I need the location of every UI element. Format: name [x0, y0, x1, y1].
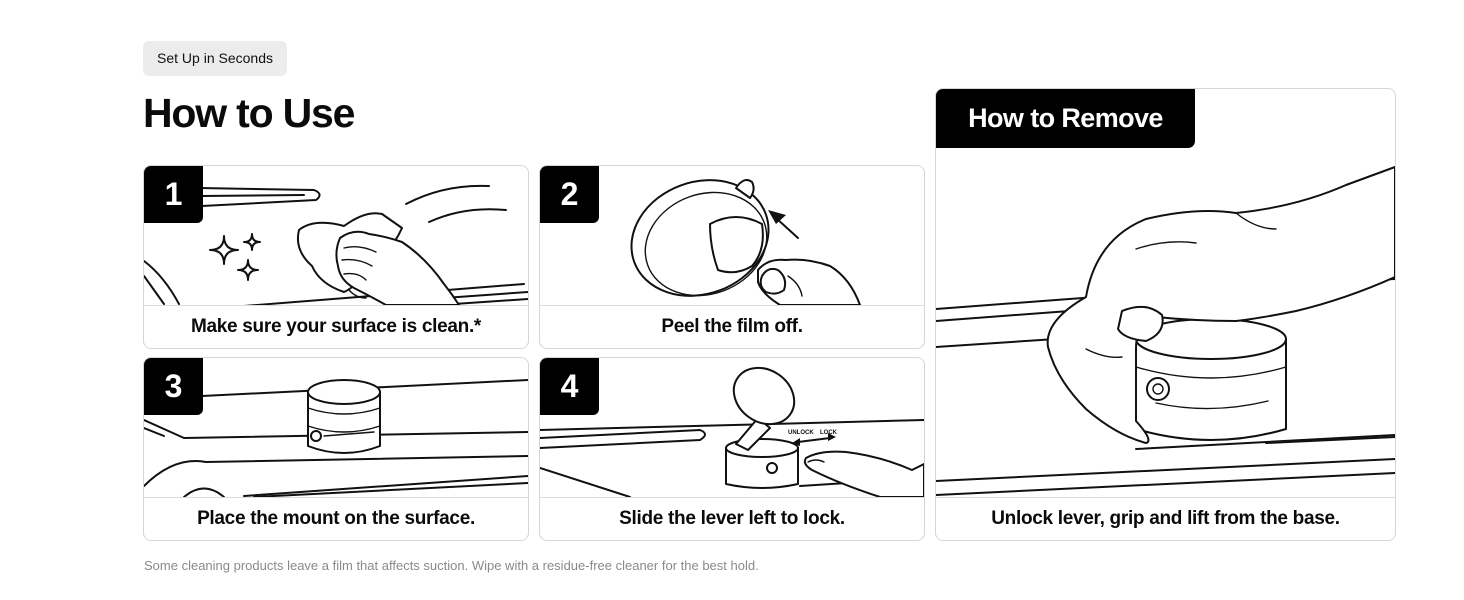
- remove-mount-illustration: [936, 89, 1395, 498]
- step-number-2: 2: [540, 166, 599, 223]
- place-mount-illustration: [144, 358, 528, 498]
- step-number-1: 1: [144, 166, 203, 223]
- page-title: How to Use: [143, 90, 355, 136]
- step-caption-1: Make sure your surface is clean.*: [190, 316, 482, 337]
- remove-caption: Unlock lever, grip and lift from the bas…: [991, 508, 1340, 529]
- step-card-3: 3 Place the mount on the surface.: [143, 357, 529, 541]
- peel-film-illustration: [540, 166, 924, 306]
- step-caption-4: Slide the lever left to lock.: [619, 508, 845, 529]
- step-number-4: 4: [540, 358, 599, 415]
- unlock-label: UNLOCK: [788, 430, 814, 436]
- slide-lever-illustration: UNLOCK LOCK: [540, 358, 924, 498]
- step-card-4: UNLOCK LOCK 4 Slide the lever left to lo…: [539, 357, 925, 541]
- step-card-2: 2 Peel the film off.: [539, 165, 925, 349]
- step-caption-3: Place the mount on the surface.: [197, 508, 475, 529]
- lock-label: LOCK: [820, 430, 838, 436]
- setup-badge: Set Up in Seconds: [143, 41, 287, 76]
- remove-title: How to Remove: [936, 89, 1195, 148]
- wipe-surface-illustration: [144, 166, 528, 306]
- remove-card: How to Remove Unlock lever, grip and lif…: [935, 88, 1396, 541]
- footnote: Some cleaning products leave a film that…: [144, 558, 759, 573]
- step-caption-2: Peel the film off.: [661, 316, 803, 337]
- step-number-3: 3: [144, 358, 203, 415]
- step-card-1: 1 Make sure your surface is clean.*: [143, 165, 529, 349]
